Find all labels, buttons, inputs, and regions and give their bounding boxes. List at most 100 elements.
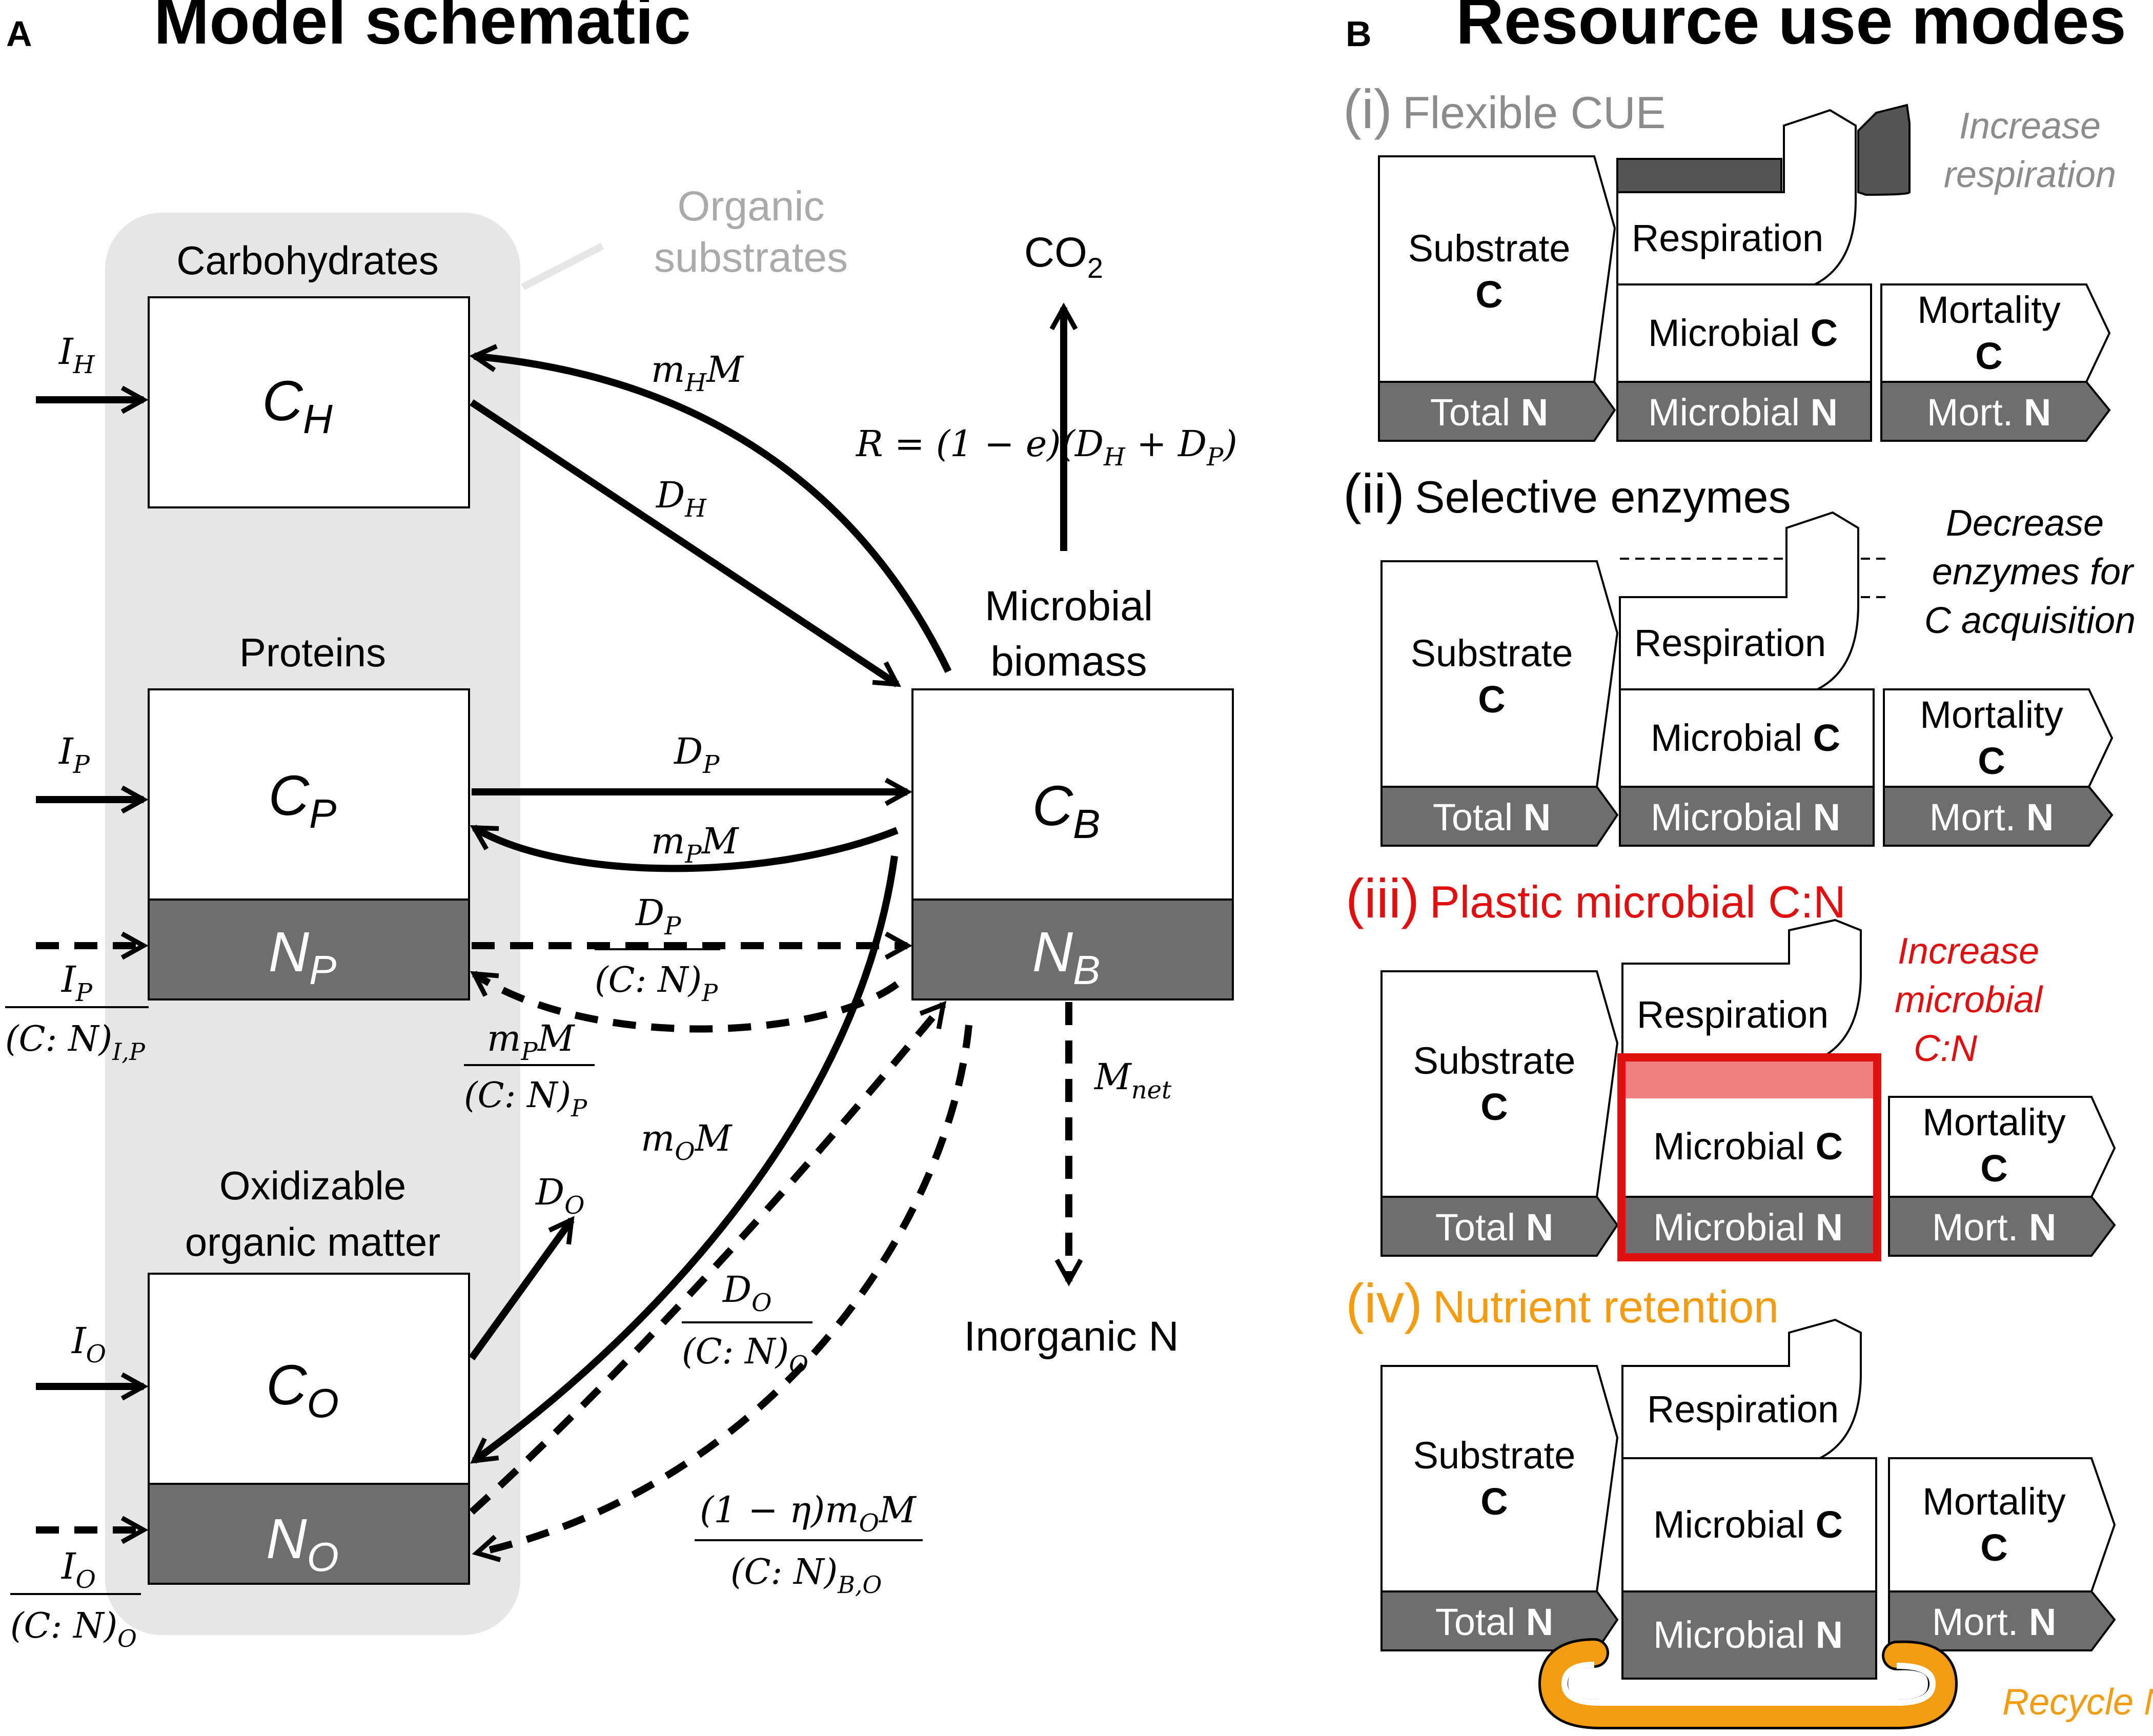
- label-d-p: DP: [673, 730, 720, 779]
- label-m-o-m: mOM: [641, 1117, 733, 1166]
- mode-iii-note-line-3: C:N: [1914, 1028, 1978, 1069]
- mode-i-heading: (i)Flexible CUE: [1343, 78, 1665, 140]
- proteins-n-pool: [148, 898, 470, 1000]
- carbohydrates-c-pool: [148, 296, 470, 508]
- panel-a-letter: A: [6, 14, 32, 54]
- proteins-c-label: CP: [269, 764, 337, 836]
- mode-i-substrate-label: Substrate: [1408, 227, 1571, 270]
- microbial-n-label: NB: [1032, 921, 1101, 993]
- label-m-p-m: mPM: [651, 820, 740, 869]
- mode-iv-recycle-loop-fill: [1540, 1641, 1956, 1727]
- group-label-line-2: substrates: [654, 234, 848, 281]
- microbial-c-label: CB: [1032, 774, 1101, 847]
- mode-iii-highlight-box: [1617, 1053, 1881, 1261]
- mode-ii-total-n-label: Total N: [1433, 796, 1551, 839]
- label-i-p-n-fraction: IP (C: N)I,P: [5, 958, 149, 1066]
- mode-iv-mortality-n: [1888, 1590, 2116, 1651]
- mode-ii-respiration-label: Respiration: [1634, 622, 1826, 664]
- mode-iii-mortality-c-letter: C: [1980, 1147, 2007, 1190]
- microbial-c-pool: [911, 688, 1234, 901]
- mode-iv-mortality-label: Mortality: [1922, 1480, 2066, 1523]
- svg-text:(C: N)O: (C: N)O: [682, 1332, 808, 1378]
- mode-iii-mortality-c: [1888, 1096, 2116, 1198]
- mode-ii-note-line-1: Decrease: [1946, 503, 2104, 544]
- svg-text:IO: IO: [60, 1545, 96, 1594]
- mode-i-note-line-1: Increase: [1959, 106, 2101, 147]
- co2-label: CO2: [1024, 229, 1103, 284]
- mode-i-microbial-n-label: Microbial N: [1648, 391, 1838, 434]
- mode-i-microbial-c-label: Microbial C: [1648, 312, 1838, 354]
- mode-i-mortality-c-letter: C: [1975, 335, 2002, 377]
- mode-iv-note: Recycle N: [2002, 1682, 2153, 1723]
- mode-ii-mort-n-label: Mort. N: [1929, 796, 2054, 839]
- mode-iv-mortality-c: [1888, 1457, 2116, 1592]
- mode-i-total-n: [1378, 381, 1616, 442]
- mode-ii-heading: (ii)Selective enzymes: [1343, 462, 1791, 524]
- mode-iv-respiration: [1621, 1318, 1862, 1459]
- mode-ii-microbial-c-label: Microbial C: [1651, 717, 1840, 759]
- mode-ii-substrate-c: [1380, 560, 1619, 788]
- label-i-o-n-fraction: IO (C: N)O: [10, 1545, 141, 1652]
- flux-m-p-arrow: [474, 824, 899, 872]
- svg-text:DP: DP: [635, 892, 681, 941]
- mode-iii-respiration: [1621, 918, 1862, 1059]
- label-i-p: IP: [58, 730, 90, 779]
- svg-text:(C: N)P: (C: N)P: [595, 960, 718, 1007]
- label-d-o-n-fraction: DO (C: N)O: [682, 1269, 813, 1378]
- inorganic-n-label: Inorganic N: [964, 1313, 1179, 1360]
- mode-ii-note-line-2: enzymes for: [1932, 552, 2135, 593]
- mode-iii-respiration-label: Respiration: [1637, 993, 1829, 1036]
- label-i-h: IH: [58, 331, 95, 379]
- mode-iii-heading: (iii)Plastic microbial C:N: [1346, 867, 1846, 929]
- mode-i-microbial-n: [1616, 381, 1872, 442]
- oxidizable-n-pool: [148, 1483, 470, 1585]
- mode-i-mort-n-label: Mort. N: [1927, 391, 2052, 434]
- mode-iv-heading: (iv)Nutrient retention: [1346, 1272, 1779, 1334]
- label-d-h: DH: [655, 474, 707, 523]
- mode-ii-microbial-c: [1619, 688, 1875, 788]
- mode-i-note-line-2: respiration: [1944, 154, 2116, 195]
- carbohydrates-header: Carbohydrates: [176, 238, 439, 283]
- mode-i-increase-bar: [1616, 104, 1911, 196]
- mode-i-total-n-label: Total N: [1430, 391, 1548, 434]
- mode-iv: (iv)Nutrient retention Substrate C Total…: [1346, 1272, 2153, 1729]
- mode-ii-mortality-c: [1883, 688, 2114, 788]
- mode-ii-substrate-c-letter: C: [1478, 678, 1505, 721]
- mode-iii-total-n: [1380, 1196, 1619, 1257]
- label-m-p-n-fraction: mPM (C: N)P: [464, 1017, 595, 1122]
- mode-ii-microbial-n-label: Microbial N: [1651, 796, 1840, 839]
- mode-ii-mortality-label: Mortality: [1920, 693, 2063, 736]
- label-d-p-n-fraction: DP (C: N)P: [595, 892, 720, 1007]
- flux-d-o-n-arrow: [469, 1005, 943, 1515]
- mode-i-substrate-c: [1378, 155, 1616, 383]
- mode-iv-mort-n-label: Mort. N: [1932, 1601, 2057, 1643]
- svg-text:(C: N)O: (C: N)O: [10, 1606, 137, 1652]
- mode-iii-microbial-c-label: Microbial C: [1653, 1125, 1843, 1168]
- mode-iii-substrate-c-letter: C: [1480, 1086, 1508, 1128]
- label-d-o: DO: [535, 1171, 584, 1220]
- oxidizable-n-label: NO: [266, 1507, 339, 1580]
- mode-iv-total-n-label: Total N: [1435, 1601, 1553, 1643]
- mode-i-mortality-label: Mortality: [1917, 289, 2061, 331]
- flux-m-o-arrow: [474, 855, 898, 1464]
- mode-iv-microbial-n-label: Microbial N: [1653, 1614, 1843, 1656]
- proteins-c-pool: [148, 688, 470, 901]
- panel-a-title: Model schematic: [154, 0, 691, 58]
- mode-i-mortality-c: [1880, 283, 2111, 383]
- mode-i-substrate-c-letter: C: [1475, 273, 1502, 316]
- panel-b-letter: B: [1346, 14, 1372, 54]
- mode-iv-microbial-c: [1621, 1457, 1877, 1592]
- svg-text:(C: N)B,O: (C: N)B,O: [730, 1552, 882, 1599]
- mode-ii-mortality-c-letter: C: [1978, 740, 2005, 782]
- svg-text:(C: N)I,P: (C: N)I,P: [5, 1019, 146, 1066]
- label-eta-fraction: (1 − η)mOM (C: N)B,O: [695, 1489, 923, 1599]
- mode-ii: (ii)Selective enzymes Substrate C Total …: [1343, 462, 2136, 847]
- flux-m-h-arrow: [474, 356, 952, 673]
- panel-b-title: Resource use modes: [1456, 0, 2126, 58]
- mode-iv-recycle-loop-gap: [1561, 1662, 1936, 1706]
- mode-iii-added-c: [1622, 1058, 1876, 1098]
- mode-iii-note-line-2: microbial: [1895, 979, 2043, 1020]
- mode-iv-substrate-c-letter: C: [1480, 1480, 1508, 1523]
- mode-ii-mortality-n: [1883, 786, 2114, 847]
